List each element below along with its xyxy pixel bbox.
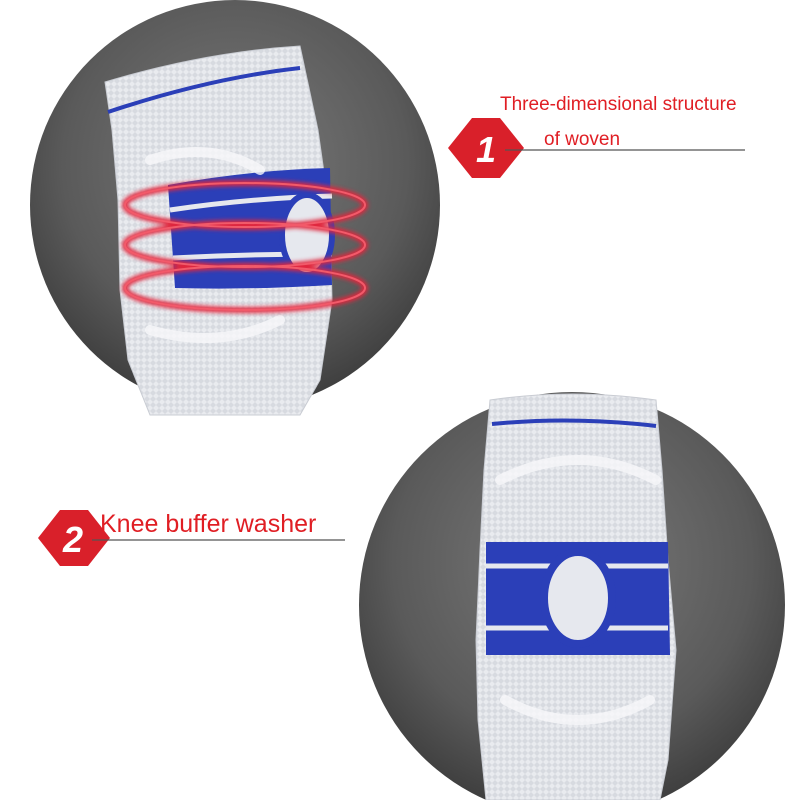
feature-2-number: 2 (62, 519, 83, 560)
top-knee-brace (104, 45, 368, 416)
feature-1-title-line2: of woven (544, 129, 621, 150)
bottom-knee-brace (475, 393, 677, 800)
feature-1-badge: 1 (448, 118, 745, 178)
feature-2-title: Knee buffer washer (100, 510, 317, 538)
compression-rings-core (124, 182, 366, 311)
feature-1-number: 1 (476, 129, 496, 170)
feature-1-title-line1: Three-dimensional structure (500, 94, 737, 115)
feature-2-badge: 2 (38, 510, 345, 566)
